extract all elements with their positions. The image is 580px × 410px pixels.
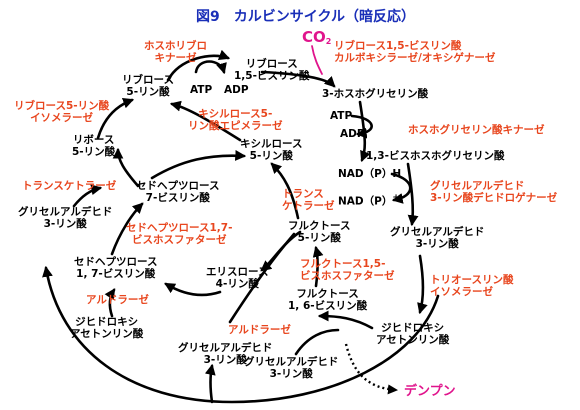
- starch-label: デンプン: [404, 384, 456, 399]
- enzyme-transketolase-mid: トランスケトラーゼ: [282, 188, 335, 212]
- atp-label-right: ATP: [330, 110, 353, 122]
- arrow-s7p-to-x5p: [150, 150, 247, 180]
- dihydroxyacetone-phosphate-left: ジヒドロキシアセトンリン酸: [70, 316, 144, 340]
- enzyme-aldolase-right: アルドラーゼ: [228, 324, 291, 336]
- arrow-sbp-to-s7p: [110, 202, 144, 256]
- arrow-gap-to-aldolase: [294, 328, 340, 356]
- arrow-nadph-loop: [390, 172, 412, 204]
- arrow-r5p-to-ru5p: [96, 97, 135, 140]
- arrow-fbp-to-f6p: [312, 245, 324, 288]
- enzyme-fbpase: フルクトース1,5-ビスホスファターゼ: [300, 258, 395, 282]
- arrow-f6p-to-x5p: [270, 162, 300, 220]
- arrow-bpg-to-gap: [406, 162, 419, 227]
- enzyme-triose-phosphate-isomerase: トリオースリン酸イソメラーゼ: [430, 274, 514, 298]
- arrow-dhap-to-fbp: [317, 310, 374, 330]
- arrow-gap-left-up: [72, 184, 103, 208]
- 1-3-bisphosphoglycerate: 1,3-ビスホスホグリセリン酸: [366, 150, 505, 162]
- arrow-pga-to-bpg: [358, 100, 371, 163]
- arrow-gap-to-dhap: [417, 254, 428, 315]
- enzyme-sbpase: セドヘプツロース1,7-ビスホスファターゼ: [126, 222, 233, 246]
- dihydroxyacetone-phosphate-right: ジヒドロキシアセトンリン酸: [376, 322, 450, 346]
- arrow-atp-adp-top: [194, 60, 227, 75]
- enzyme-transketolase-left: トランスケトラーゼ: [22, 180, 117, 192]
- arrow-e4p-to-sbp: [164, 282, 222, 297]
- arrow-cycle-outer: [42, 265, 440, 404]
- enzyme-rubisco: リブロース1,5-ビスリン酸カルボキシラーゼ/オキシゲナーゼ: [334, 40, 496, 64]
- arrow-gapbl-up: [228, 232, 296, 324]
- arrow-to-gap-bottom-left: [204, 363, 216, 404]
- atp-label-top: ATP: [190, 84, 213, 96]
- arrow-co2-in: [311, 45, 323, 75]
- enzyme-aldolase-left: アルドラーゼ: [86, 294, 149, 306]
- arrow-atp-adp-right: [350, 114, 373, 139]
- enzyme-xylulose-epimerase: キシルロース5-リン酸エピメラーゼ: [188, 108, 283, 132]
- adp-label-top: ADP: [224, 84, 249, 96]
- arrow-to-starch: [344, 343, 399, 395]
- arrow-s7p-to-r5p: [112, 147, 140, 188]
- adp-label-right: ADP: [340, 128, 365, 140]
- enzyme-phosphoribulokinase: ホスホリブロキナーゼ: [144, 40, 207, 64]
- arrow-ru5p-to-rubp: [166, 49, 231, 82]
- nadp-label: NAD（P）+: [338, 193, 400, 208]
- arrow-x5p-to-ru5p: [169, 100, 242, 142]
- co2-label: CO2: [302, 28, 332, 46]
- arrow-rubp-to-pga: [260, 70, 336, 88]
- arrow-dhap-to-sbp: [104, 288, 116, 318]
- nadph-label: NAD（P）H: [338, 168, 402, 180]
- enzyme-ribose-isomerase: リブロース5-リン酸イソメラーゼ: [14, 100, 110, 124]
- enzyme-phosphoglycerate-kinase: ホスホグリセリン酸キナーゼ: [408, 124, 545, 136]
- diagram-title: 図9 カルビンサイクル（暗反応）: [196, 9, 416, 25]
- 3-phosphoglycerate: 3-ホスホグリセリン酸: [322, 88, 429, 100]
